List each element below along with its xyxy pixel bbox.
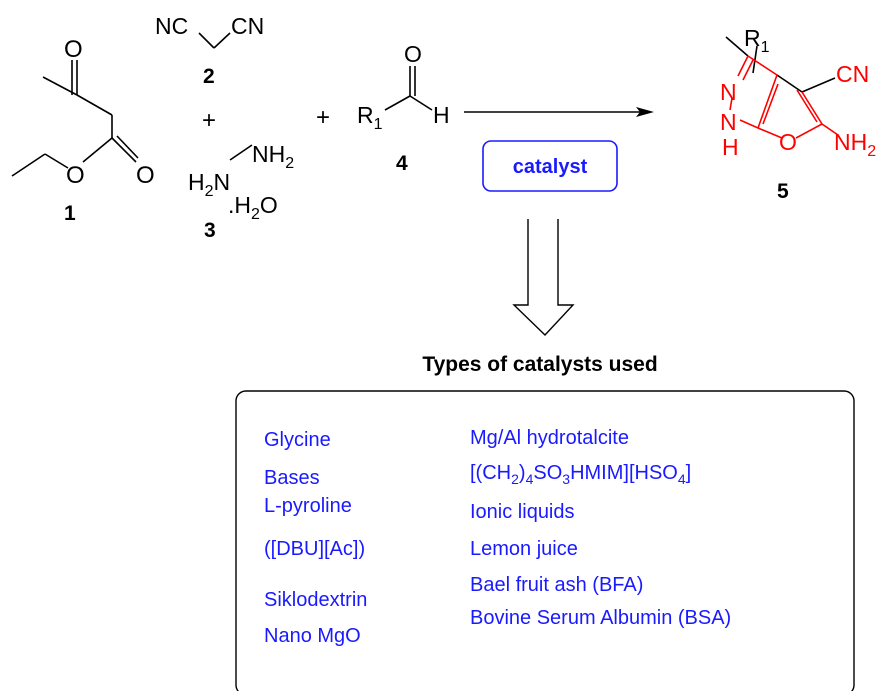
c1-ester-oxygen: O [66,162,85,189]
catalyst-box [482,140,618,192]
c4-aldehyde-hydrogen: H [433,102,450,128]
c1-carbonyl-oxygen: O [136,162,155,189]
c1-keto-oxygen: O [64,36,83,63]
catalyst-item-lemon-juice: Lemon juice [470,538,578,560]
c2-left-nitrile: NC [155,13,188,39]
compound-4-number: 4 [396,152,408,175]
catalyst-item-bsa: Bovine Serum Albumin (BSA) [470,607,731,629]
p5-pyrazole-nh: N [720,109,737,135]
compound-2 [198,32,231,49]
c3-amino-group: NH2 [252,141,294,172]
p5-nitrile: CN [836,61,869,87]
catalyst-item-ionic-liquids: Ionic liquids [470,501,575,523]
catalyst-item-siklodextrin: Siklodextrin [264,589,367,611]
catalysts-right-column: Mg/Al hydrotalcite [(CH2)4SO3HMIM][HSO4]… [470,427,731,629]
compound-1 [11,60,139,177]
plus-sign-2: + [316,104,330,131]
catalysts-left-column: Glycine Bases L-pyroline ([DBU][Ac]) Sik… [264,429,367,647]
c3-h2n-group: H2N [188,169,230,200]
product-5-number: 5 [777,180,789,203]
catalyst-item-nano-mgo: Nano MgO [264,625,361,647]
c2-right-nitrile: CN [231,13,264,39]
p5-pyrazole-n: N [720,79,737,105]
catalyst-item-dbu-ac: ([DBU][Ac]) [264,538,365,560]
product-5 [725,36,839,139]
p5-nh-hydrogen: H [722,134,739,160]
catalyst-item-glycine: Glycine [264,429,331,451]
p5-r1-group: R1 [744,25,770,56]
catalysts-title: Types of catalysts used [422,353,657,376]
catalyst-item-ionic-salt: [(CH2)4SO3HMIM][HSO4] [470,462,691,487]
catalysts-box [235,390,855,691]
catalyst-item-bael-fruit-ash: Bael fruit ash (BFA) [470,574,643,596]
catalyst-item-hydrotalcite: Mg/Al hydrotalcite [470,427,629,449]
catalyst-item-l-pyroline: L-pyroline [264,495,352,517]
plus-sign-1: + [202,107,216,134]
compound-1-number: 1 [64,202,76,225]
compound-4 [384,66,433,111]
reaction-arrow [464,107,654,117]
compound-3 [229,144,253,161]
c4-carbonyl-oxygen: O [404,41,422,67]
p5-amino-group: NH2 [834,129,876,160]
c4-r1-group: R1 [357,102,383,133]
down-arrow [512,219,575,336]
catalyst-label: catalyst [513,156,588,178]
p5-pyran-oxygen: O [779,129,797,155]
compound-2-number: 2 [203,65,215,88]
compound-3-number: 3 [204,219,216,242]
catalyst-item-bases: Bases [264,467,320,489]
c3-hydrate: .H2O [228,192,278,223]
